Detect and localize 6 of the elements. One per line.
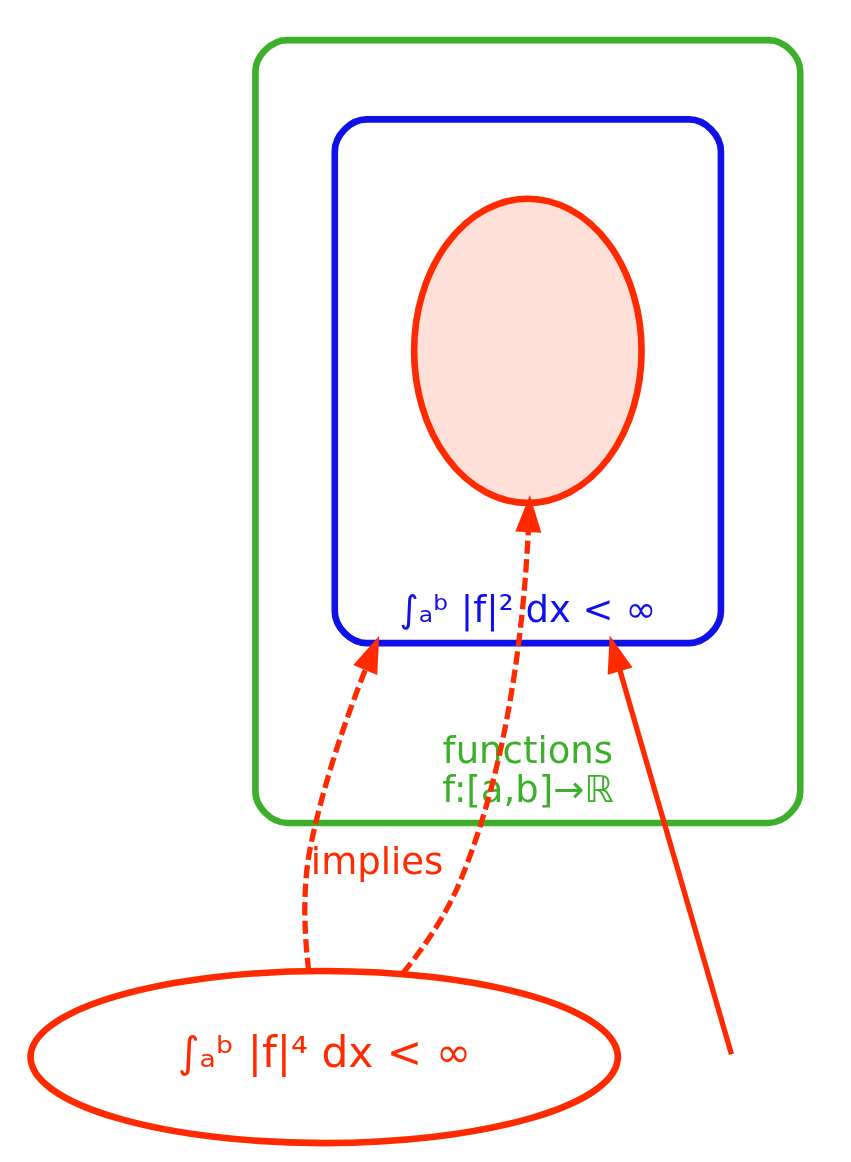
arrow xyxy=(400,495,541,976)
node-ellipse: ∫ₐᵇ |f|⁴ dx < ∞ xyxy=(26,967,621,1147)
edge-label: implies xyxy=(310,839,443,883)
cluster: ∫ₐᵇ |f|² dx < ∞ xyxy=(330,116,724,647)
node-circle xyxy=(410,195,645,507)
arrow xyxy=(607,635,734,1055)
